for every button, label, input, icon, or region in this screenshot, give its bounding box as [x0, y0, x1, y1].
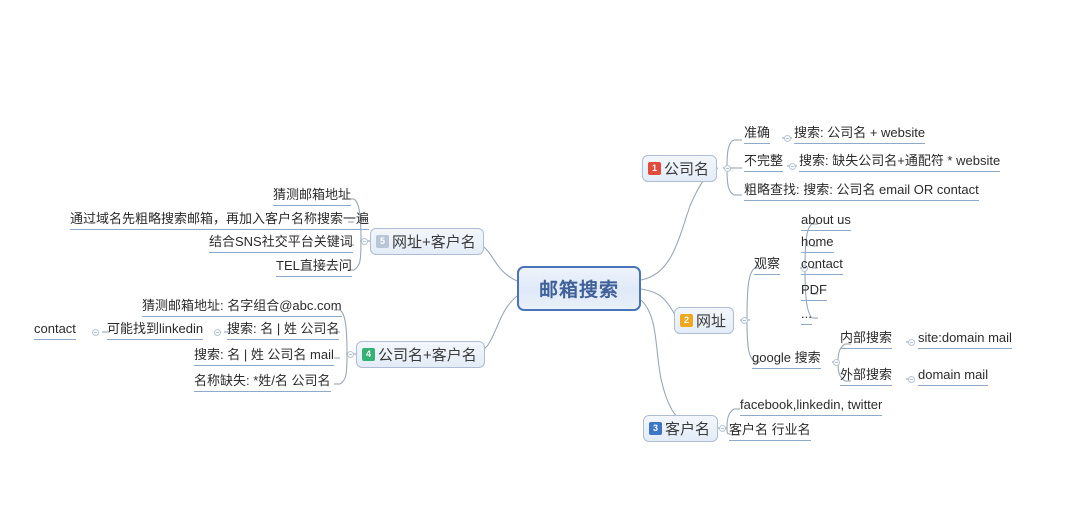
node-caice-youxiang-dizhi[interactable]: 猜测邮箱地址: [273, 187, 352, 206]
node-culue-chazhao[interactable]: 粗略查找: 搜索: 公司名 email OR contact: [744, 182, 979, 201]
collapse-dot-linkedin[interactable]: [214, 329, 221, 336]
node-kehu-hangye[interactable]: 客户名 行业名: [729, 422, 811, 441]
collapse-dot-buwanzheng[interactable]: [789, 163, 796, 170]
node-tel-zhijie[interactable]: TEL直接去问: [276, 258, 352, 277]
badge-4: 4: [362, 348, 375, 361]
node-zhunque[interactable]: 准确: [744, 125, 771, 144]
node-about-us[interactable]: about us: [801, 212, 851, 231]
branch-node-wangzhi-label: 网址: [696, 313, 727, 330]
central-node[interactable]: 邮箱搜索: [517, 266, 641, 311]
collapse-dot-waibu[interactable]: [908, 376, 915, 383]
collapse-dot-guancha[interactable]: [801, 265, 808, 272]
node-contact[interactable]: contact: [801, 256, 843, 275]
node-guancha[interactable]: 观察: [754, 256, 781, 275]
node-site-domain-mail[interactable]: site:domain mail: [918, 330, 1012, 349]
branch-node-gongsiming[interactable]: 1 公司名: [642, 155, 718, 182]
node-yuming-sousuo[interactable]: 通过域名先粗略搜索邮箱，再加入客户名称搜索一遍: [70, 211, 370, 230]
node-domain-mail[interactable]: domain mail: [918, 367, 989, 386]
collapse-dot-gongsiming-kehuming[interactable]: [347, 351, 354, 358]
branch-node-kehuming-label: 客户名: [665, 421, 711, 438]
collapse-dot-wangzhi-kehuming[interactable]: [361, 238, 368, 245]
node-social-platforms[interactable]: facebook,linkedin, twitter: [740, 397, 883, 416]
collapse-dot-contact-left[interactable]: [92, 329, 99, 336]
node-buwanzheng[interactable]: 不完整: [744, 153, 784, 172]
node-sns-keywords[interactable]: 结合SNS社交平台关键词: [209, 234, 353, 253]
collapse-dot-gongsiming[interactable]: [724, 165, 731, 172]
collapse-dot-wangzhi[interactable]: [741, 317, 748, 324]
branch-node-gongsiming-label: 公司名: [664, 161, 710, 178]
node-mingcheng-queshi[interactable]: 名称缺失: *姓/名 公司名: [194, 373, 331, 392]
node-sousuo-ming-xing-gongsi[interactable]: 搜索: 名 | 姓 公司名: [227, 321, 340, 340]
branch-node-wangzhi-kehuming-label: 网址+客户名: [392, 234, 476, 251]
node-buwanzheng-search[interactable]: 搜索: 缺失公司名+通配符 * website: [799, 153, 1001, 172]
badge-5: 5: [376, 235, 389, 248]
branch-node-gongsiming-kehuming-label: 公司名+客户名: [378, 347, 477, 364]
collapse-dot-kehuming[interactable]: [719, 425, 726, 432]
badge-3: 3: [649, 422, 662, 435]
node-waibu-sousuo[interactable]: 外部搜索: [840, 367, 893, 386]
badge-1: 1: [648, 162, 661, 175]
collapse-dot-zhunque[interactable]: [784, 135, 791, 142]
node-ellipsis[interactable]: ...: [801, 306, 812, 325]
node-zhunque-search[interactable]: 搜索: 公司名 + website: [794, 125, 926, 144]
node-contact-left[interactable]: contact: [34, 321, 76, 340]
collapse-dot-neibu[interactable]: [908, 339, 915, 346]
badge-2: 2: [680, 314, 693, 327]
node-home[interactable]: home: [801, 234, 834, 253]
branch-node-wangzhi-kehuming[interactable]: 5 网址+客户名: [370, 228, 484, 255]
central-node-label: 邮箱搜索: [538, 280, 619, 301]
node-neibu-sousuo[interactable]: 内部搜索: [840, 330, 893, 349]
node-keneng-linkedin[interactable]: 可能找到linkedin: [107, 321, 204, 340]
branch-node-gongsiming-kehuming[interactable]: 4 公司名+客户名: [356, 341, 485, 368]
node-google-search[interactable]: google 搜索: [752, 350, 821, 369]
node-caice-zuhe[interactable]: 猜测邮箱地址: 名字组合@abc.com: [142, 298, 342, 317]
node-sousuo-mail[interactable]: 搜索: 名 | 姓 公司名 mail: [194, 347, 334, 366]
branch-node-kehuming[interactable]: 3 客户名: [643, 415, 719, 442]
collapse-dot-google-search[interactable]: [833, 359, 840, 366]
branch-node-wangzhi[interactable]: 2 网址: [674, 307, 735, 334]
node-pdf[interactable]: PDF: [801, 282, 827, 301]
